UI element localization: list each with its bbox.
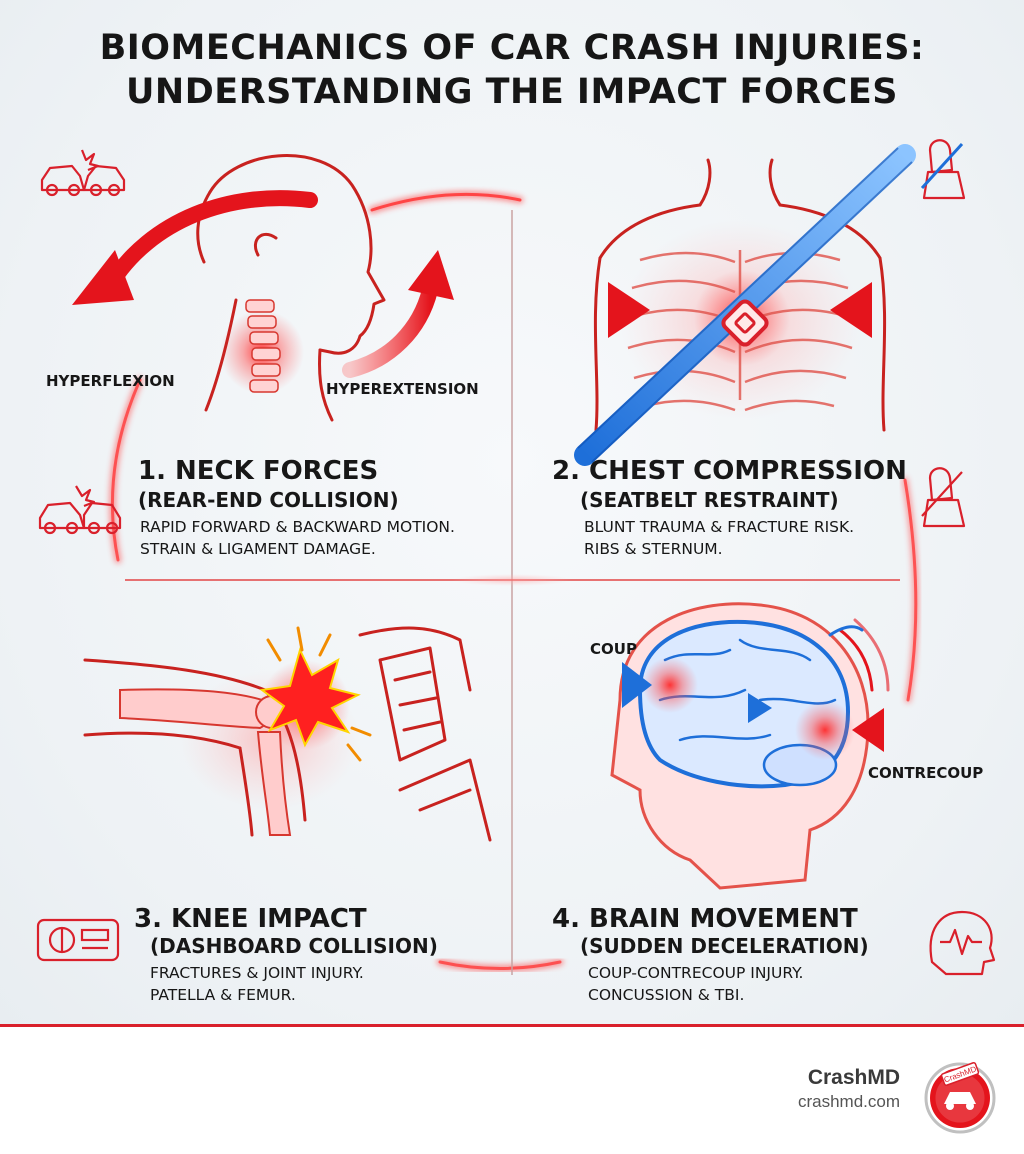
crashmd-logo: CrashMD	[924, 1062, 996, 1134]
page-title: BIOMECHANICS OF CAR CRASH INJURIES:	[99, 28, 925, 68]
neck-subheading: (REAR-END COLLISION)	[138, 488, 399, 512]
dashboard-icon	[36, 918, 120, 962]
car-collision-icon	[40, 149, 126, 197]
neck-text-2: STRAIN & LIGAMENT DAMAGE.	[140, 540, 376, 558]
brain-wave-icon	[929, 910, 996, 976]
neck-text-1: RAPID FORWARD & BACKWARD MOTION.	[140, 518, 455, 536]
car-collision-icon	[38, 485, 122, 535]
brain-subheading: (SUDDEN DECELERATION)	[580, 934, 869, 958]
chest-subheading: (SEATBELT RESTRAINT)	[580, 488, 839, 512]
seatbelt-icon	[921, 467, 966, 528]
neck-illustration	[72, 154, 454, 422]
quadrant-dividers	[125, 210, 900, 975]
label-hyperflexion: HYPERFLEXION	[46, 372, 175, 390]
brain-illustration	[560, 602, 940, 890]
footer-divider	[0, 1024, 1024, 1027]
brain-heading: 4. BRAIN MOVEMENT	[552, 904, 858, 934]
chest-heading: 2. CHEST COMPRESSION	[552, 456, 907, 486]
chest-text-2: RIBS & STERNUM.	[584, 540, 723, 558]
footer	[0, 1026, 1024, 1154]
brain-text-1: COUP-CONTRECOUP INJURY.	[588, 964, 804, 982]
knee-subheading: (DASHBOARD COLLISION)	[150, 934, 438, 958]
knee-illustration	[83, 626, 492, 842]
label-contrecoup: CONTRECOUP	[868, 764, 984, 782]
label-coup: COUP	[590, 640, 637, 658]
knee-text-1: FRACTURES & JOINT INJURY.	[150, 964, 364, 982]
chest-illustration	[540, 144, 950, 466]
chest-text-1: BLUNT TRAUMA & FRACTURE RISK.	[584, 518, 855, 536]
page-subtitle: UNDERSTANDING THE IMPACT FORCES	[126, 72, 898, 112]
brand-name: CrashMD	[807, 1066, 900, 1089]
brand-url-link[interactable]: crashmd.com	[797, 1092, 900, 1111]
seatbelt-icon	[920, 139, 966, 200]
label-hyperextension: HYPEREXTENSION	[326, 380, 479, 398]
knee-heading: 3. KNEE IMPACT	[134, 904, 367, 934]
knee-text-2: PATELLA & FEMUR.	[150, 986, 296, 1004]
brain-text-2: CONCUSSION & TBI.	[588, 986, 745, 1004]
guide-ring	[108, 190, 919, 972]
neck-heading: 1. NECK FORCES	[138, 456, 379, 486]
